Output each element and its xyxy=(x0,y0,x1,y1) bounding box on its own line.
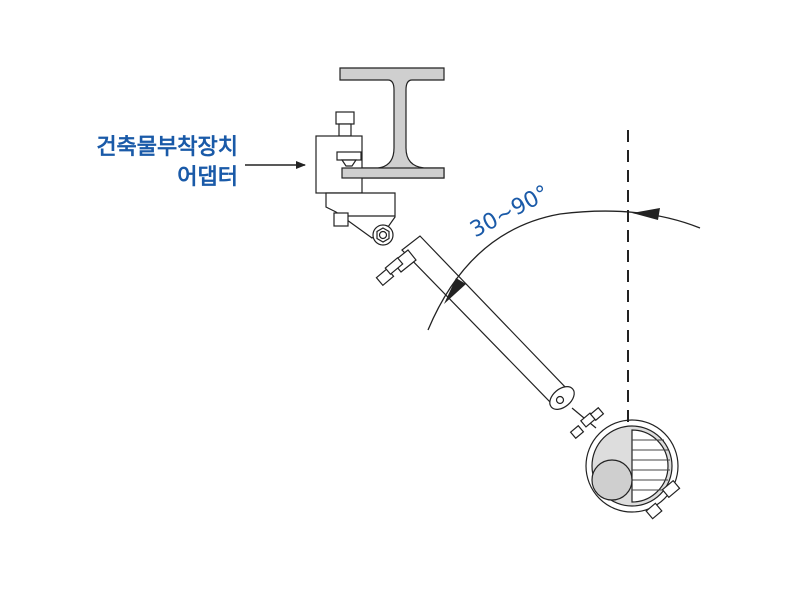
pivot-bolt xyxy=(372,224,394,246)
building-attachment-clamp xyxy=(315,111,445,239)
callout-line1: 건축물부착장치 xyxy=(96,135,238,160)
arc-arrowhead-right xyxy=(632,208,660,220)
brace-rod xyxy=(375,235,597,429)
pipe-clamp xyxy=(569,406,681,520)
callout-line2: 어댑터 xyxy=(177,165,238,190)
arc-arrowhead-left xyxy=(444,278,466,304)
adapter-callout-label: 건축물부착장치 어댑터 xyxy=(60,133,238,193)
